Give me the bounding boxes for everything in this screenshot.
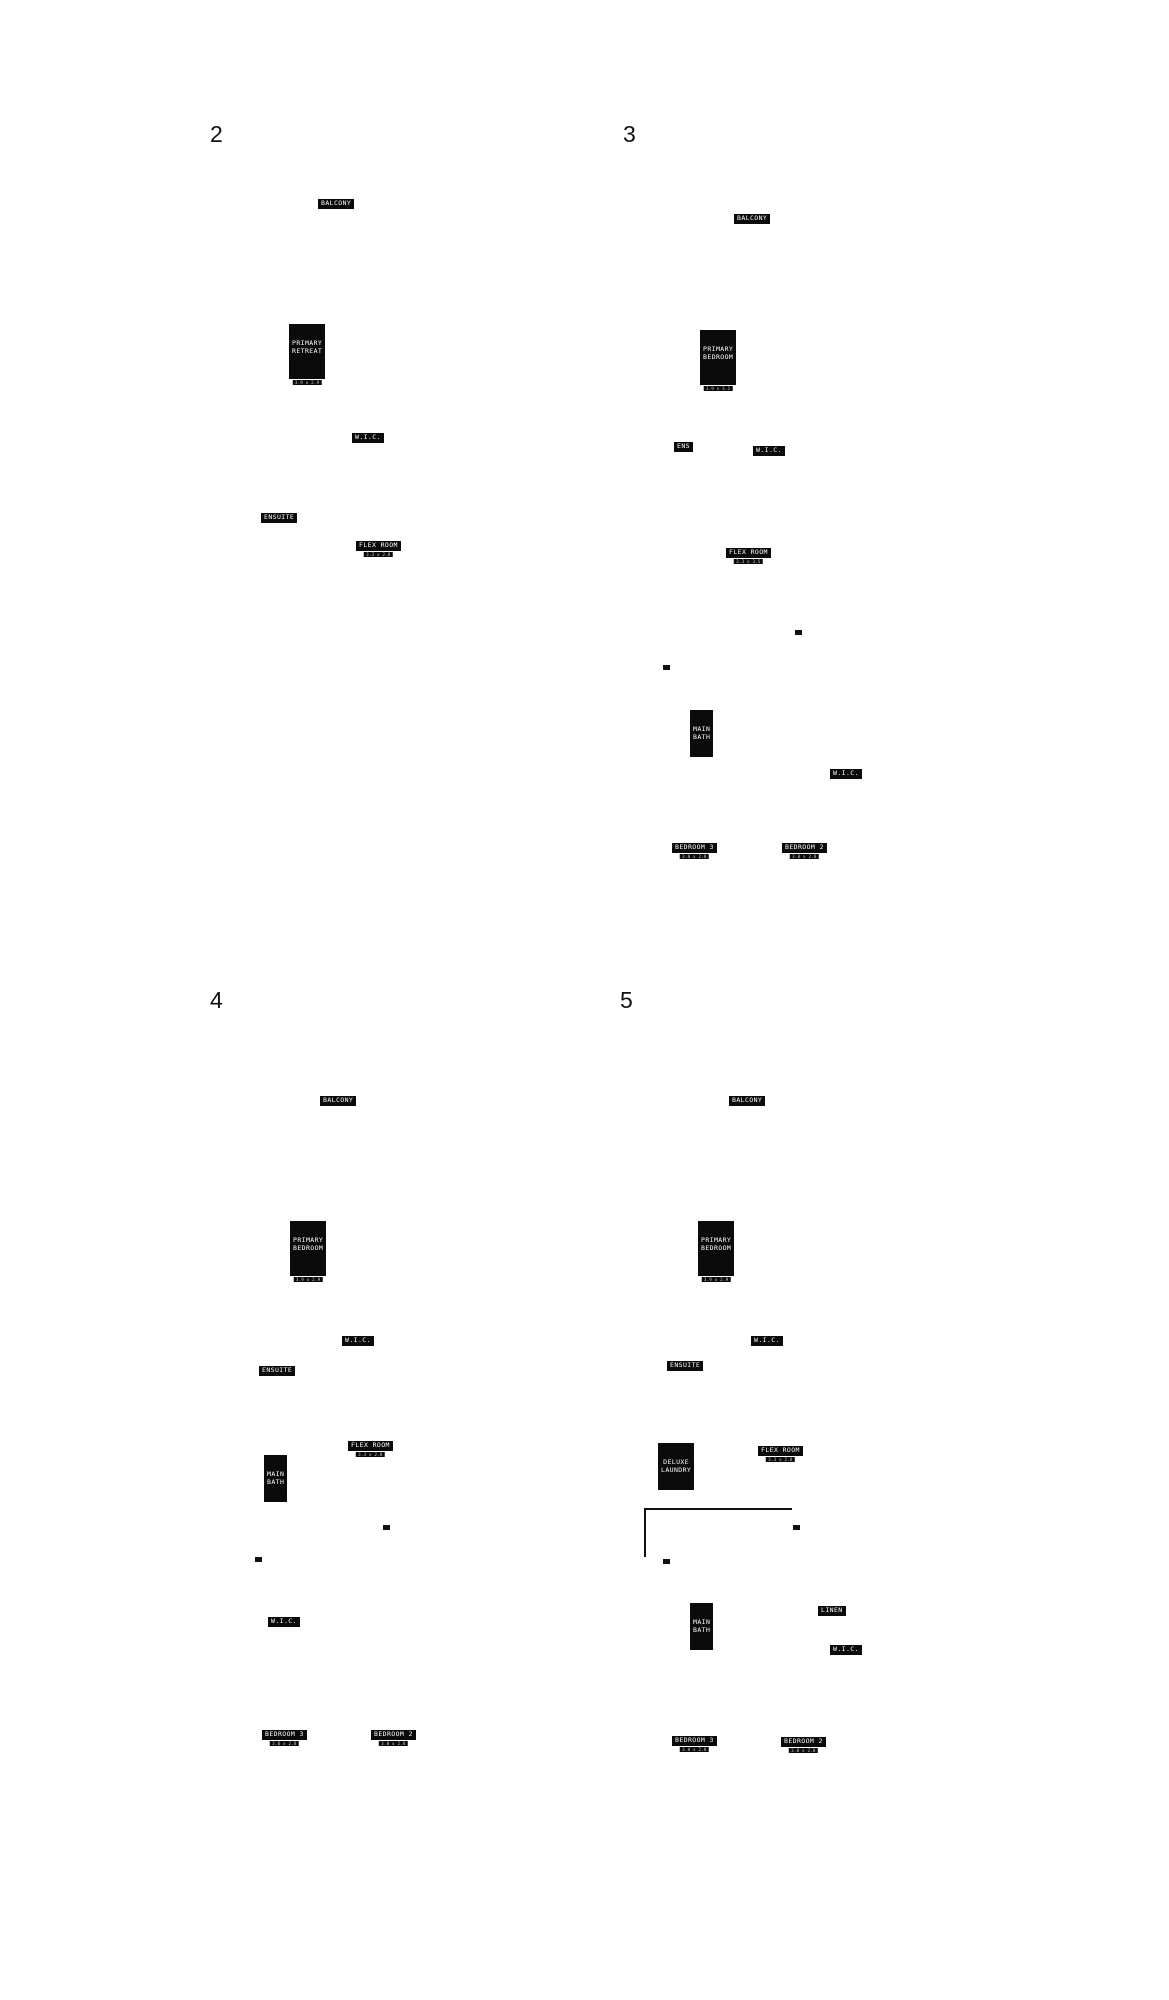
room-name: FLEX ROOM — [761, 1446, 800, 1454]
room-dimensions: 3.3 x 3.5 — [734, 558, 763, 564]
room-dimensions: 3.3 x 2.8 — [766, 1456, 795, 1462]
room-name: BALCONY — [323, 1096, 354, 1104]
room-label-bedroom-2: BEDROOM 2 3.0 x 2.8 — [781, 1737, 826, 1753]
room-name: BEDROOM 2 — [374, 1730, 413, 1738]
room-label-balcony: BALCONY — [729, 1096, 766, 1106]
room-label-primary-bedroom: PRIMARY BEDROOM 3.9 x 2.9 — [698, 1221, 735, 1282]
floorplan-panel-5: 5 BALCONY PRIMARY BEDROOM 3.9 x 2.9 W.I.… — [0, 0, 862, 1753]
room-dimensions: 3.0 x 2.8 — [270, 1740, 299, 1746]
room-name: ENSUITE — [670, 1361, 701, 1369]
floorplan-panel-4: 4 BALCONY PRIMARY BEDROOM 3.9 x 2.9 W.I.… — [0, 0, 416, 1746]
panel-number: 3 — [623, 121, 636, 147]
room-name: LINEN — [821, 1606, 843, 1614]
room-label-balcony: BALCONY — [734, 214, 771, 224]
room-label-linen: LINEN — [818, 1606, 846, 1616]
room-name: PRIMARY BEDROOM — [703, 345, 734, 361]
room-name: W.I.C. — [833, 1645, 859, 1653]
room-label-bedroom-3: BEDROOM 3 3.0 x 2.8 — [672, 843, 717, 859]
room-name: W.I.C. — [756, 446, 782, 454]
fixture-marker — [793, 1525, 800, 1530]
room-label-primary-bedroom: PRIMARY BEDROOM 3.9 x 2.9 — [290, 1221, 327, 1282]
room-label-bedroom-3: BEDROOM 3 3.0 x 2.8 — [672, 1736, 717, 1752]
room-label-main-bath: MAIN BATH — [690, 1603, 714, 1650]
room-label-ensuite: ENSUITE — [259, 1366, 296, 1376]
room-dimensions: 3.0 x 2.8 — [379, 1740, 408, 1746]
room-name: BEDROOM 3 — [675, 1736, 714, 1744]
room-dimensions: 3.3 x 2.8 — [364, 551, 393, 557]
room-label-wic: W.I.C. — [751, 1336, 783, 1346]
room-label-primary-bedroom: PRIMARY BEDROOM 3.9 x 3.1 — [700, 330, 737, 391]
room-name: W.I.C. — [754, 1336, 780, 1344]
room-label-wic: W.I.C. — [342, 1336, 374, 1346]
room-name: ENSUITE — [262, 1366, 293, 1374]
floorplan-panel-2: 2 BALCONY PRIMARY RETREAT 3.9 x 2.9 W.I.… — [0, 0, 401, 800]
room-name: ENSUITE — [264, 513, 295, 521]
room-dimensions: 3.0 x 2.8 — [790, 853, 819, 859]
room-dimensions: 3.9 x 2.9 — [292, 379, 322, 385]
room-name: PRIMARY RETREAT — [292, 339, 323, 355]
room-name: W.I.C. — [355, 433, 381, 441]
wall-line-vertical — [644, 1508, 646, 1557]
room-label-flex-room: FLEX ROOM 3.3 x 2.8 — [356, 541, 401, 557]
room-name: FLEX ROOM — [351, 1441, 390, 1449]
fixture-marker — [383, 1525, 390, 1530]
room-label-ens: ENS — [674, 442, 693, 452]
room-label-bedroom-2: BEDROOM 2 3.0 x 2.8 — [371, 1730, 416, 1746]
room-name: BEDROOM 3 — [265, 1730, 304, 1738]
room-name: W.I.C. — [833, 769, 859, 777]
room-dimensions: 3.0 x 2.8 — [680, 1746, 709, 1752]
floorplan-panel-3: 3 BALCONY PRIMARY BEDROOM 3.9 x 3.1 ENS … — [0, 0, 862, 859]
room-name: W.I.C. — [271, 1617, 297, 1625]
room-name: BALCONY — [321, 199, 352, 207]
room-dimensions: 3.0 x 2.8 — [680, 853, 709, 859]
room-name: ENS — [677, 442, 690, 450]
room-label-ensuite: ENSUITE — [667, 1361, 704, 1371]
room-label-wic-2: W.I.C. — [830, 1645, 862, 1655]
fixture-marker — [663, 665, 670, 670]
room-label-wic-2: W.I.C. — [830, 769, 862, 779]
room-label-balcony: BALCONY — [318, 199, 355, 209]
room-dimensions: 3.9 x 2.9 — [293, 1276, 323, 1282]
room-label-ensuite: ENSUITE — [261, 513, 298, 523]
room-name: MAIN BATH — [693, 725, 711, 741]
room-label-flex-room: FLEX ROOM 3.3 x 2.8 — [348, 1441, 393, 1457]
room-label-bedroom-3: BEDROOM 3 3.0 x 2.8 — [262, 1730, 307, 1746]
room-name: MAIN BATH — [693, 1618, 711, 1634]
room-label-wic: W.I.C. — [753, 446, 785, 456]
room-name: DELUXE LAUNDRY — [661, 1458, 692, 1474]
room-name: MAIN BATH — [267, 1470, 285, 1486]
room-name: BEDROOM 2 — [785, 843, 824, 851]
room-name: W.I.C. — [345, 1336, 371, 1344]
room-label-deluxe-laundry: DELUXE LAUNDRY — [658, 1443, 695, 1490]
room-name: FLEX ROOM — [729, 548, 768, 556]
room-dimensions: 3.9 x 2.9 — [701, 1276, 731, 1282]
room-dimensions: 3.3 x 2.8 — [356, 1451, 385, 1457]
room-name: PRIMARY BEDROOM — [293, 1236, 324, 1252]
fixture-marker — [795, 630, 802, 635]
room-dimensions: 3.0 x 2.8 — [789, 1747, 818, 1753]
panel-number: 5 — [620, 987, 633, 1013]
room-label-primary-retreat: PRIMARY RETREAT 3.9 x 2.9 — [289, 324, 326, 385]
wall-line-horizontal — [644, 1508, 792, 1510]
room-name: PRIMARY BEDROOM — [701, 1236, 732, 1252]
fixture-marker — [663, 1559, 670, 1564]
room-label-flex-room: FLEX ROOM 3.3 x 2.8 — [758, 1446, 803, 1462]
room-dimensions: 3.9 x 3.1 — [703, 385, 733, 391]
panel-number: 2 — [210, 121, 223, 147]
room-label-main-bath: MAIN BATH — [690, 710, 714, 757]
room-label-wic-2: W.I.C. — [268, 1617, 300, 1627]
room-name: BEDROOM 3 — [675, 843, 714, 851]
room-label-wic: W.I.C. — [352, 433, 384, 443]
room-label-bedroom-2: BEDROOM 2 3.0 x 2.8 — [782, 843, 827, 859]
room-label-main-bath: MAIN BATH — [264, 1455, 288, 1502]
room-label-balcony: BALCONY — [320, 1096, 357, 1106]
room-name: BALCONY — [737, 214, 768, 222]
room-name: BALCONY — [732, 1096, 763, 1104]
panel-number: 4 — [210, 987, 223, 1013]
room-name: BEDROOM 2 — [784, 1737, 823, 1745]
room-name: FLEX ROOM — [359, 541, 398, 549]
room-label-flex-room: FLEX ROOM 3.3 x 3.5 — [726, 548, 771, 564]
fixture-marker — [255, 1557, 262, 1562]
